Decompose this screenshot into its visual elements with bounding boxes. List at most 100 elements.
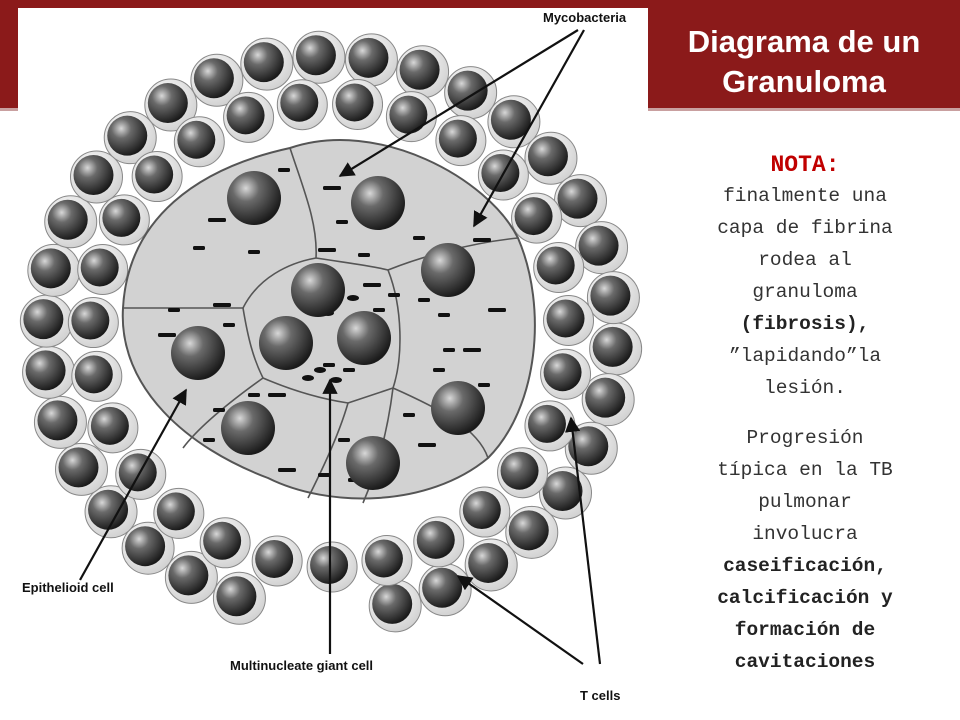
- cell-boundary: [347, 387, 394, 404]
- t-cell: [524, 400, 576, 452]
- t-cell: [332, 78, 384, 130]
- t-cell-nucleus: [416, 520, 455, 559]
- mycobacterium-mark: [213, 303, 231, 307]
- mycobacterium-mark: [363, 283, 381, 287]
- mycobacterium-mark: [318, 248, 336, 252]
- mycobacterium-mark: [373, 308, 385, 312]
- t-cell-nucleus: [514, 197, 553, 236]
- nucleus-body: [431, 381, 485, 435]
- t-cell-nucleus: [216, 576, 257, 617]
- t-cell-nucleus: [25, 350, 66, 391]
- mycobacterium-mark: [208, 218, 226, 222]
- t-cell-nucleus: [102, 198, 141, 237]
- t-cell-nucleus: [364, 539, 403, 578]
- mycobacterium-mark: [336, 220, 348, 224]
- t-cell-nucleus: [389, 95, 428, 134]
- t-cell: [77, 243, 129, 295]
- t-cell: [396, 45, 450, 99]
- t-cell-nucleus: [578, 225, 619, 266]
- nucleus: [346, 436, 400, 490]
- nucleus-body: [337, 311, 391, 365]
- t-cell-nucleus: [348, 37, 389, 78]
- cell-boundary: [182, 377, 264, 449]
- t-cell: [276, 79, 328, 131]
- t-cell-nucleus: [447, 70, 488, 111]
- cell-boundary: [242, 257, 317, 309]
- nucleus: [227, 171, 281, 225]
- t-cell: [190, 53, 244, 107]
- note-line: rodea al: [758, 249, 852, 271]
- t-cell: [71, 350, 123, 402]
- mycobacterium-mark: [418, 443, 436, 447]
- progression-paragraph: Progresión típica en la TB pulmonar invo…: [664, 422, 946, 678]
- t-cell: [554, 174, 608, 228]
- label-mycobacteria: Mycobacteria: [543, 10, 627, 25]
- mycobacterium-mark: [323, 186, 341, 190]
- t-cell: [435, 115, 487, 167]
- mycobacterium-mark: [248, 393, 260, 397]
- cell-boundary: [262, 377, 349, 404]
- t-cell: [344, 33, 398, 87]
- t-cell: [497, 447, 549, 499]
- t-cell-nucleus: [590, 275, 631, 316]
- mycobacterium-mark: [388, 293, 400, 297]
- nucleus-body: [291, 263, 345, 317]
- t-cell-nucleus: [203, 521, 242, 560]
- mycobacterium-dot: [314, 367, 326, 373]
- t-cell: [292, 30, 346, 84]
- t-cell: [418, 563, 472, 617]
- t-cell: [54, 442, 108, 496]
- t-cell: [413, 516, 465, 568]
- cell-boundary: [315, 257, 389, 271]
- note-line: finalmente una: [723, 185, 887, 207]
- nucleus-body: [351, 176, 405, 230]
- t-cell: [511, 192, 563, 244]
- nucleus: [171, 326, 225, 380]
- t-cell-nucleus: [372, 583, 413, 624]
- t-cell-nucleus: [30, 248, 71, 289]
- t-cell: [459, 486, 511, 538]
- t-cell-nucleus: [585, 377, 626, 418]
- mycobacterium-mark: [193, 246, 205, 250]
- mycobacterium-mark: [403, 413, 415, 417]
- notes-panel: NOTA: finalmente una capa de fibrina rod…: [664, 150, 946, 678]
- t-cell-nucleus: [280, 83, 319, 122]
- t-cell: [533, 241, 585, 293]
- t-cell: [564, 421, 618, 475]
- note-line: granuloma: [752, 281, 858, 303]
- t-cell: [385, 91, 437, 143]
- nucleus-body: [221, 401, 275, 455]
- t-cell-nucleus: [399, 49, 440, 90]
- t-cell: [368, 579, 422, 633]
- mycobacterium-mark: [318, 473, 330, 477]
- t-cell-nucleus: [527, 404, 566, 443]
- mycobacterium-mark: [278, 168, 290, 172]
- t-cell: [84, 485, 138, 539]
- mycobacterium-mark: [323, 363, 335, 367]
- mycobacterium-mark: [418, 298, 430, 302]
- progression-line: Progresión: [746, 427, 864, 449]
- t-cell-nucleus: [546, 299, 585, 338]
- t-cell-nucleus: [23, 299, 64, 340]
- nucleus-body: [259, 316, 313, 370]
- nucleus: [221, 401, 275, 455]
- t-cell-nucleus: [557, 178, 598, 219]
- t-cell: [33, 395, 87, 449]
- label-t-cells: T cells: [580, 688, 620, 703]
- t-cell-nucleus: [125, 526, 166, 567]
- note-bold-term: (fibrosis),: [740, 313, 870, 335]
- t-cell-nucleus: [118, 453, 157, 492]
- t-cell: [144, 78, 198, 132]
- t-cell: [540, 348, 592, 400]
- note-line: capa de fibrina: [717, 217, 893, 239]
- t-cell-nucleus: [74, 355, 113, 394]
- mycobacterium-mark: [478, 383, 490, 387]
- t-cell: [103, 111, 157, 165]
- t-cell: [98, 194, 150, 246]
- granuloma-diagram: Mycobacteria Epithelioid cell Multinucle…: [18, 8, 648, 720]
- mycobacterium-mark: [168, 308, 180, 312]
- mycobacterium-mark: [413, 236, 425, 240]
- mycobacteria-arrow-1: [338, 29, 579, 177]
- t-cell: [589, 322, 643, 376]
